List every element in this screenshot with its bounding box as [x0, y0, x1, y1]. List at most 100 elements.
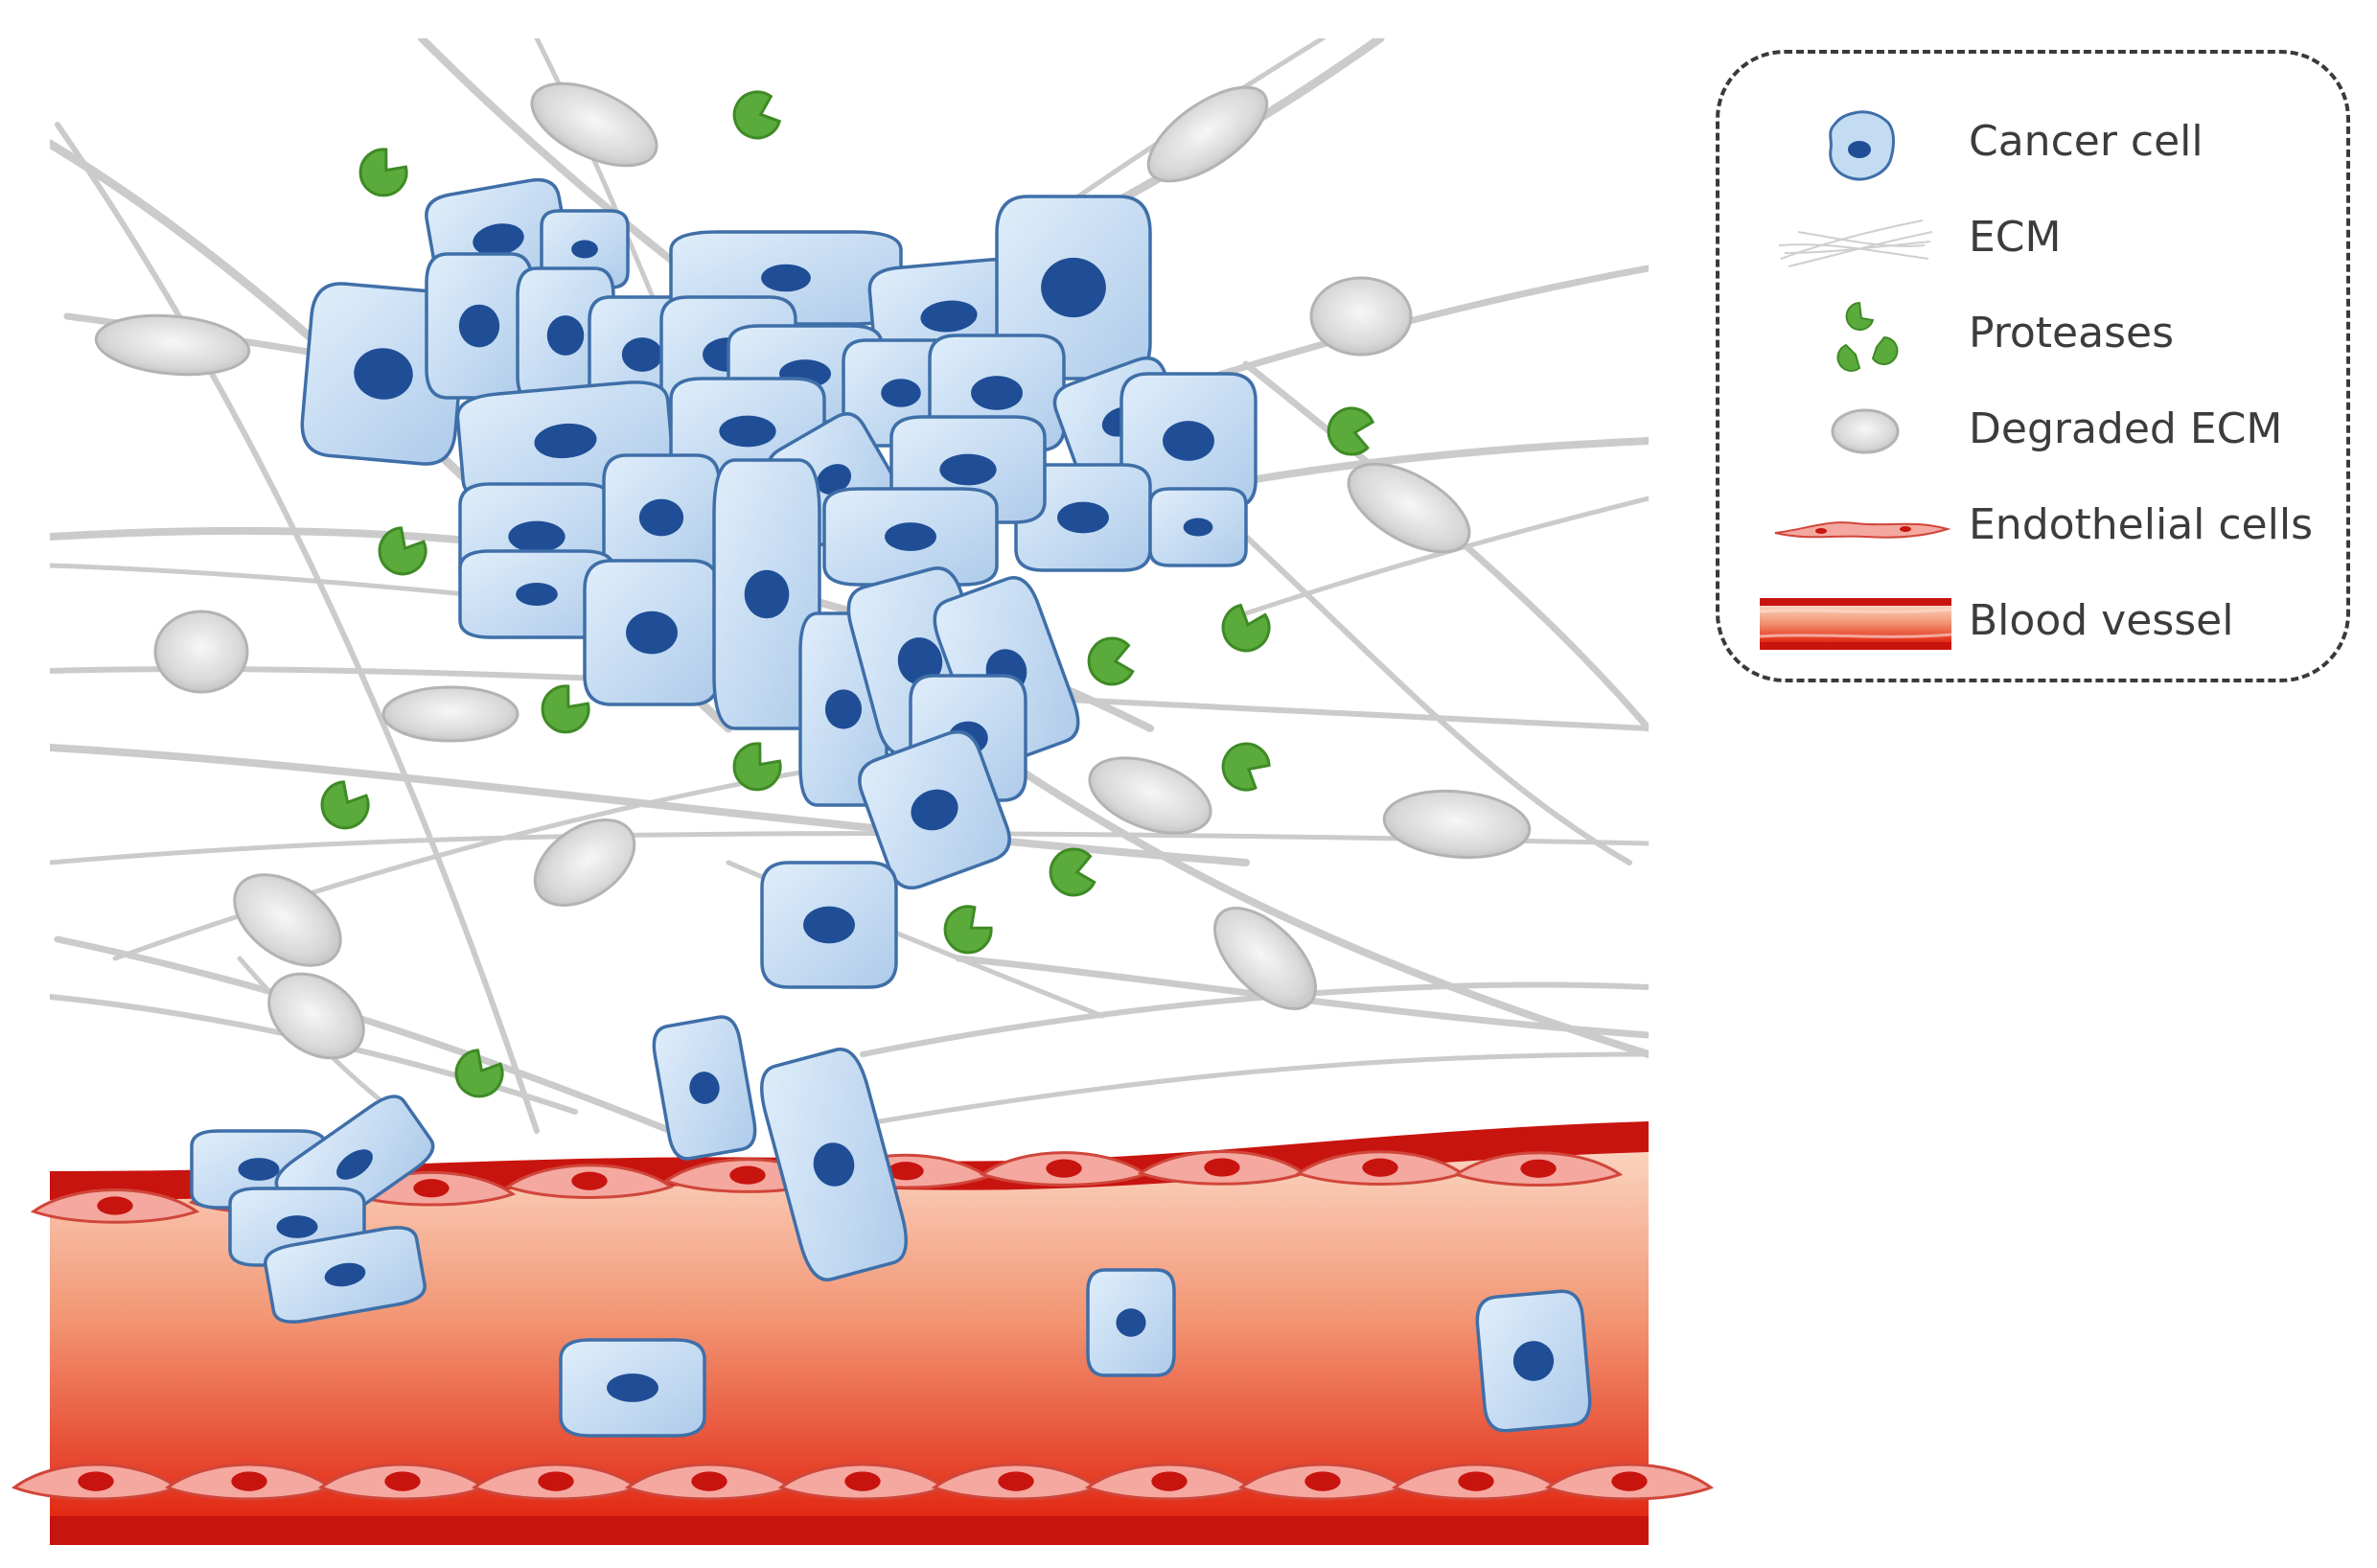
endothelial-nucleus: [1304, 1471, 1341, 1491]
protease: [378, 526, 427, 576]
cancer-cell: [1475, 1289, 1592, 1433]
endothelial-nucleus: [571, 1171, 608, 1190]
degraded-ecm-blob: [1347, 462, 1471, 554]
cancer-cell-nucleus: [1041, 257, 1106, 318]
legend: Cancer cell ECM Proteases Degraded ECM: [1716, 50, 2350, 682]
endothelial-nucleus: [1458, 1471, 1494, 1491]
endothelial-nucleus: [231, 1471, 267, 1491]
endothelial-nucleus: [1611, 1471, 1648, 1491]
legend-label: Proteases: [1969, 309, 2175, 357]
endothelial-nucleus: [998, 1471, 1034, 1491]
endothelial-nucleus: [1204, 1158, 1240, 1177]
cancer-cell-nucleus: [881, 379, 921, 407]
cancer-cell-nucleus: [276, 1215, 318, 1238]
degraded-ecm-blob: [530, 81, 658, 168]
legend-item-degraded-ecm: Degraded ECM: [1719, 387, 2354, 479]
cancer-cell-nucleus: [824, 689, 863, 729]
cancer-cell-nucleus: [1057, 501, 1109, 534]
endothelial-nucleus: [538, 1471, 574, 1491]
degraded-ecm-blob: [1309, 276, 1413, 357]
endothelial-layer: [11, 1150, 1715, 1501]
cancer-cell-cluster: [190, 177, 1592, 1438]
endothelial-nucleus: [1151, 1471, 1188, 1491]
cancer-cell: [858, 729, 1011, 890]
cancer-cell-nucleus: [885, 522, 936, 551]
endothelial-nucleus: [1520, 1159, 1557, 1178]
cancer-cell-nucleus: [1116, 1308, 1146, 1337]
legend-label: Blood vessel: [1969, 596, 2234, 645]
cancer-cell: [1148, 487, 1248, 567]
legend-label: Cancer cell: [1969, 117, 2204, 166]
cancer-cell: [822, 487, 999, 587]
protease: [1221, 603, 1271, 653]
degraded-ecm-group: [94, 81, 1532, 1060]
endothelial-nucleus: [729, 1165, 766, 1185]
legend-item-proteases: Proteases: [1719, 291, 2354, 383]
protease: [1327, 406, 1375, 456]
cancer-cell: [760, 861, 898, 989]
cancer-cell-nucleus: [626, 611, 678, 655]
legend-item-blood-vessel: Blood vessel: [1719, 579, 2354, 671]
cancer-cell: [1086, 1268, 1176, 1377]
degraded-ecm-blob: [153, 610, 249, 694]
cancer-cell-nucleus: [534, 423, 597, 459]
degraded-ecm-blob: [533, 819, 636, 907]
protease: [541, 684, 590, 734]
endothelial-nucleus: [97, 1196, 133, 1215]
cancer-cell-nucleus: [546, 315, 585, 356]
cancer-cell-nucleus: [897, 637, 943, 685]
cancer-cell-nucleus: [761, 264, 811, 292]
cancer-cell-nucleus: [238, 1158, 280, 1181]
cancer-cell-nucleus: [920, 300, 978, 333]
protease: [1221, 742, 1271, 792]
cancer-cell-nucleus: [571, 240, 598, 259]
legend-item-ecm: ECM: [1719, 196, 2354, 288]
degraded-ecm-blob: [1146, 85, 1269, 183]
cancer-cell: [583, 559, 721, 706]
cancer-cell-nucleus: [816, 464, 852, 495]
cancer-cell-nucleus: [621, 337, 663, 372]
cancer-cell-nucleus: [744, 569, 790, 619]
cancer-cell-nucleus: [939, 453, 997, 486]
cancer-cell: [995, 195, 1152, 380]
cancer-cell: [652, 1015, 757, 1161]
cancer-cell: [559, 1338, 706, 1438]
cancer-cell-nucleus: [336, 1149, 373, 1180]
degraded-ecm-blob: [1213, 907, 1317, 1010]
degraded-ecm-blob: [233, 873, 342, 967]
cancer-cell-nucleus: [458, 304, 500, 348]
protease: [732, 742, 782, 792]
cancer-cell-nucleus: [354, 348, 413, 400]
protease: [320, 780, 370, 830]
endothelial-cell-icon: [1774, 521, 1951, 539]
cancer-cell-nucleus: [473, 223, 524, 256]
degraded-ecm-icon: [1831, 408, 1900, 454]
legend-label: Endothelial cells: [1969, 500, 2314, 549]
protease: [732, 90, 782, 140]
endothelial-nucleus: [888, 1162, 924, 1181]
protease: [358, 148, 408, 197]
protease: [1049, 847, 1096, 897]
endothelial-nucleus: [1046, 1159, 1082, 1178]
blood-vessel-icon: [1760, 598, 1951, 650]
endothelial-nucleus: [844, 1471, 881, 1491]
protease: [943, 905, 993, 955]
endothelial-nucleus: [691, 1471, 727, 1491]
cancer-cell: [264, 1226, 427, 1324]
degraded-ecm-blob: [1088, 756, 1212, 835]
cancer-cell-nucleus: [719, 415, 776, 448]
cancer-cell: [425, 252, 534, 400]
endothelial-nucleus: [413, 1179, 450, 1198]
legend-item-cancer-cell: Cancer cell: [1719, 100, 2354, 192]
cancer-cell-nucleus: [1512, 1341, 1555, 1381]
cancer-cell-nucleus: [971, 376, 1023, 410]
cancer-cell-nucleus: [516, 582, 558, 607]
cancer-cell-nucleus: [813, 1142, 855, 1187]
endothelial-nucleus: [1362, 1158, 1398, 1177]
cancer-cell-icon: [1829, 110, 1895, 181]
protease: [1087, 636, 1135, 686]
degraded-ecm-blob: [381, 685, 519, 743]
cancer-cell-nucleus: [1163, 421, 1214, 461]
endothelial-nucleus: [384, 1471, 421, 1491]
